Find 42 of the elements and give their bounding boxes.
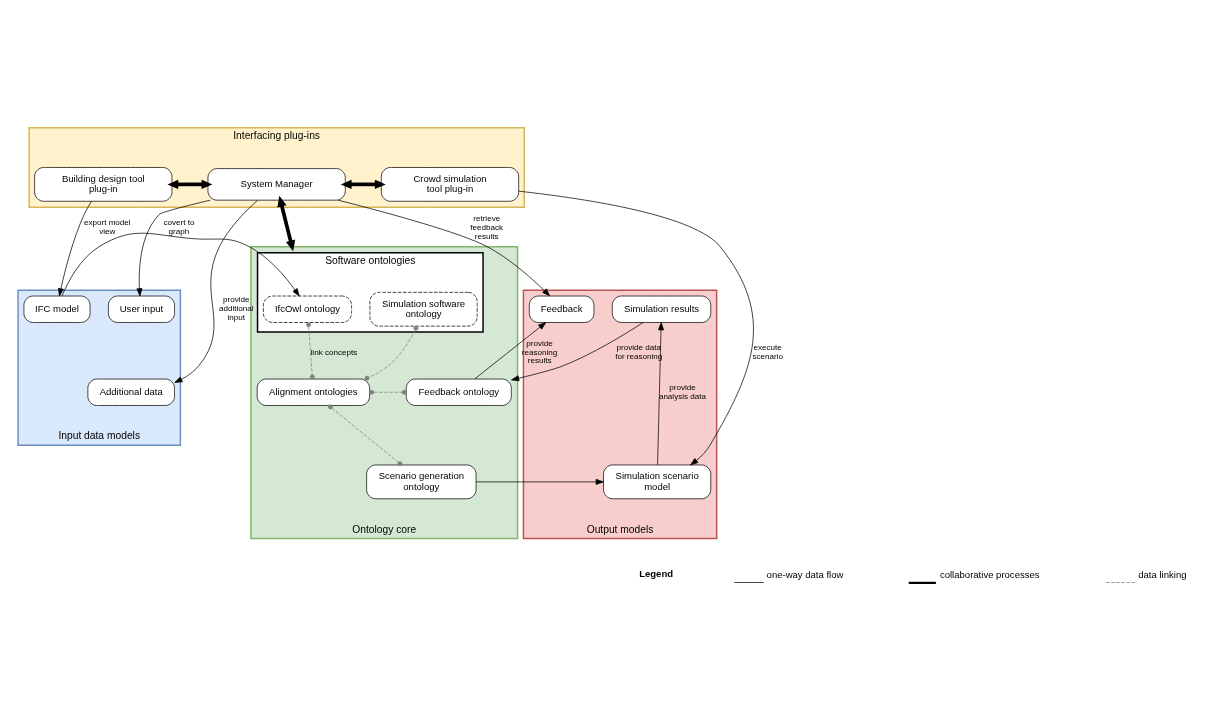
node-box: IfcOwl ontology — [263, 295, 352, 323]
node-box: Scenario generation ontology — [366, 464, 477, 499]
node-box: Building design tool plug-in — [34, 166, 173, 202]
arrow — [58, 200, 92, 296]
arrow — [337, 199, 551, 296]
edge-label: covert to graph — [163, 217, 195, 236]
arrow — [174, 199, 258, 383]
edge-label: retrieve feedback results — [470, 213, 504, 241]
edge-label: provide reasoning results — [521, 338, 558, 365]
node-box: IFC model — [23, 295, 91, 323]
label: Legend — [639, 567, 674, 579]
arrow — [511, 321, 644, 381]
node-box: User input — [108, 295, 175, 323]
arrow — [657, 321, 664, 465]
node-box: Additional data — [87, 378, 175, 406]
edge-label: export model view — [83, 217, 131, 236]
arrow — [475, 478, 604, 485]
edge-label: provide additional input — [218, 295, 254, 322]
arrow — [474, 321, 547, 379]
node-box: Crowd simulation tool plug-in — [380, 166, 520, 202]
node-box: Simulation software ontology — [369, 291, 478, 326]
arrow — [61, 232, 300, 296]
arrow — [518, 190, 754, 465]
node-box: System Manager — [207, 167, 346, 201]
connector — [328, 404, 403, 466]
node-box: Feedback — [528, 295, 595, 323]
legend-label: collaborative processes — [939, 568, 1040, 580]
node-box: Feedback ontology — [405, 378, 512, 406]
arrow — [136, 199, 211, 296]
legend-label: one-way data flow — [766, 568, 844, 580]
connector — [364, 325, 419, 381]
arrow — [277, 195, 296, 251]
node-box: Alignment ontologies — [256, 378, 370, 406]
node-box: Simulation results — [611, 295, 712, 323]
arrow — [340, 179, 386, 189]
edge-label: link concepts — [310, 347, 358, 357]
legend-label: data linking — [1138, 568, 1187, 580]
connector — [369, 389, 407, 395]
arrow — [167, 179, 213, 189]
node-box: Simulation scenario model — [603, 464, 712, 499]
connector — [306, 321, 315, 379]
edge-label: execute scenario — [752, 342, 783, 361]
